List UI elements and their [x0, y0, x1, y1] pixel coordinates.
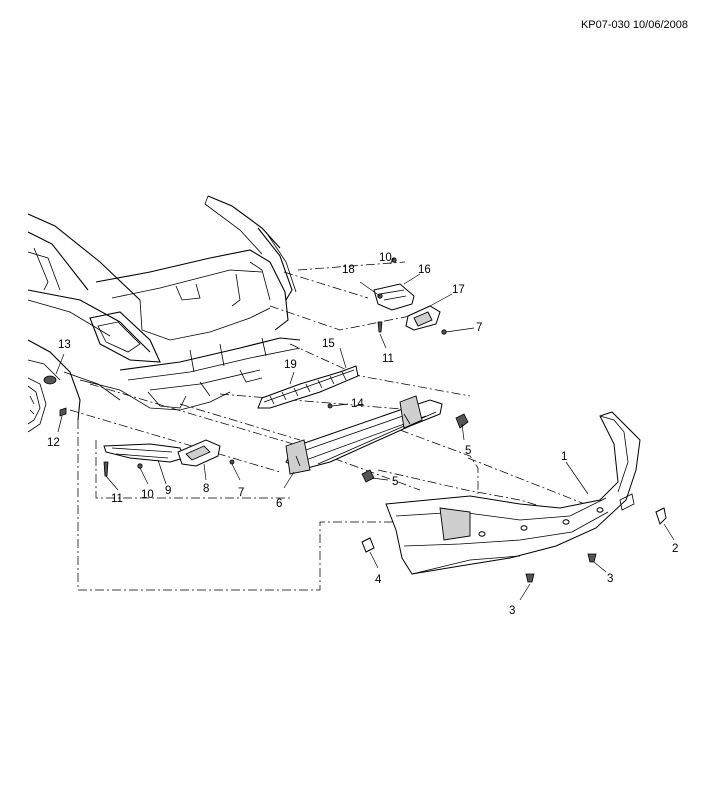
- bumper-impact-bar: [285, 395, 443, 475]
- left-bracket-9: [103, 443, 185, 463]
- callout-6: 6: [276, 498, 282, 510]
- right-bracket-17: [405, 305, 441, 331]
- callout-15: 15: [322, 338, 335, 350]
- callout-7: 7: [238, 487, 244, 499]
- callout-16: 16: [418, 264, 431, 276]
- callout-5: 5: [465, 445, 471, 457]
- callout-labels: 1 2 3 3 4 5 5 6 7 7 8 9 10 10 11 11 12 1…: [47, 252, 678, 617]
- callout-11: 11: [382, 353, 394, 365]
- callout-13: 13: [58, 339, 71, 351]
- callout-1: 1: [561, 451, 567, 463]
- diagram-code-date: KP07-030 10/06/2008: [580, 19, 688, 31]
- energy-absorber: [257, 365, 359, 409]
- callout-18: 18: [342, 264, 355, 276]
- callout-5: 5: [392, 476, 398, 488]
- callout-12: 12: [47, 437, 60, 449]
- callout-11: 11: [111, 493, 123, 505]
- assembly-lines: [69, 261, 601, 591]
- callout-3: 3: [509, 605, 515, 617]
- rear-fascia: [385, 411, 641, 575]
- vehicle-rear-body: [27, 195, 301, 433]
- callout-19: 19: [284, 359, 297, 371]
- right-bracket-16: [373, 283, 415, 311]
- callout-7: 7: [476, 322, 482, 334]
- callout-17: 17: [452, 284, 465, 296]
- callout-2: 2: [672, 543, 678, 555]
- fasteners: [43, 257, 667, 583]
- callout-8: 8: [203, 483, 209, 495]
- callout-14: 14: [351, 398, 364, 410]
- callout-10: 10: [141, 489, 154, 501]
- callout-3: 3: [607, 573, 613, 585]
- callout-10: 10: [379, 252, 392, 264]
- callout-4: 4: [375, 574, 382, 586]
- leader-lines: [55, 257, 675, 601]
- callout-9: 9: [165, 485, 171, 497]
- left-bracket-8: [177, 439, 221, 467]
